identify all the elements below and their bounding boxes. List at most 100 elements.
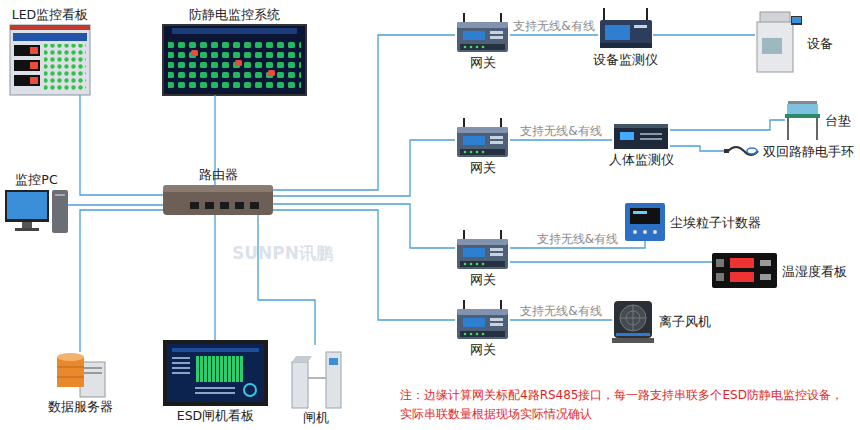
wrist-strap-art [724, 147, 758, 155]
monitor-screen-art [163, 25, 306, 95]
gateway: 网关 [455, 13, 510, 53]
temp-humidity-art [716, 273, 724, 281]
node-label: 双回路静电手环 [763, 144, 854, 159]
node-label: 闸机 [303, 410, 329, 425]
particle-counter-art [630, 208, 660, 224]
connector-line [653, 34, 755, 35]
gate-board: ESD闸机看板 [163, 340, 268, 406]
turnstile: 闸机 [290, 345, 342, 408]
led-board-art [44, 44, 86, 91]
wrist-strap-art [728, 147, 758, 155]
particle-counter: 尘埃粒子计数器 [625, 203, 665, 241]
gate-screen-art [163, 340, 268, 406]
gate-screen-art [195, 392, 235, 394]
equipment-art [762, 38, 782, 54]
monitor-screen-art [163, 25, 306, 95]
connector-line [273, 35, 455, 190]
gate-screen-art [244, 384, 256, 396]
router: 路由器 [163, 185, 273, 215]
connector-line [68, 204, 163, 205]
router-art [250, 202, 259, 209]
router-art [163, 185, 273, 215]
gateway-art [457, 300, 508, 339]
edge-label: 支持无线&有线 [537, 232, 618, 246]
server-art [57, 367, 84, 368]
router-art [220, 202, 229, 209]
wrist-strap: 双回路静电手环 [724, 143, 758, 159]
node-label: 监控PC [15, 172, 57, 187]
led-board: LED监控看板 [10, 25, 90, 95]
connector-line [80, 95, 163, 195]
led-board-art [10, 25, 90, 30]
node-label: 尘埃粒子计数器 [670, 215, 761, 230]
ion-fan-art [612, 338, 654, 343]
particle-counter-art [643, 230, 647, 234]
ion-fan-art [633, 305, 634, 331]
ion-fan-art [614, 301, 652, 338]
temp-humidity-art [730, 272, 754, 282]
turnstile-art [292, 356, 312, 362]
ion-fan-art [616, 333, 650, 336]
edge-label: 支持无线&有线 [520, 124, 601, 138]
led-board-art [30, 77, 38, 84]
watermark: SUNPN讯鹏 [232, 240, 333, 266]
connector-line [273, 140, 455, 196]
led-board-art [14, 75, 40, 86]
server-art [83, 372, 102, 374]
gateway: 网关 [455, 230, 510, 270]
gate-screen-art [163, 340, 268, 406]
monitor-screen-art [168, 38, 301, 90]
gate-screen-art [195, 387, 235, 389]
ion-fan-art [620, 305, 646, 331]
temp-humidity-board: 温湿度看板 [712, 253, 777, 288]
led-board-art [30, 47, 38, 54]
particle-counter-art [633, 230, 637, 234]
led-board-art [14, 45, 40, 56]
node-label: 网关 [470, 342, 496, 357]
particle-counter-art [653, 230, 657, 234]
turnstile-art [329, 358, 338, 365]
node-label: 台垫 [825, 113, 851, 128]
router-art [235, 202, 244, 209]
led-board-art [13, 33, 87, 41]
monitor-screen-art [191, 50, 198, 56]
pc-art [7, 192, 47, 219]
particle-counter-art [633, 211, 647, 214]
device-monitor-art [600, 8, 652, 48]
equipment-art [757, 12, 802, 72]
temp-humidity-art [760, 260, 771, 266]
body-monitor: 人体监测仪 [612, 120, 670, 150]
ion-fan: 离子风机 [612, 298, 654, 343]
body-monitor-art [640, 133, 662, 135]
router-art [205, 202, 214, 209]
connector-line [510, 34, 598, 35]
particle-counter-art [625, 203, 665, 241]
gate-screen-art [172, 367, 190, 369]
node-label: 设备 [807, 36, 833, 51]
node-label: 网关 [470, 272, 496, 287]
monitor-pc: 监控PC [5, 190, 68, 233]
pc-art [55, 194, 65, 196]
node-label: 网关 [470, 55, 496, 70]
server-art [83, 367, 102, 369]
turnstile-art [308, 377, 326, 379]
device-monitor-art [605, 25, 630, 40]
pc-art [5, 190, 49, 222]
node-label: LED监控看板 [12, 7, 89, 22]
gate-screen-art [172, 357, 190, 359]
workbench-mat: 台垫 [785, 100, 820, 140]
led-board-art [14, 60, 40, 71]
node-label: 人体监测仪 [609, 152, 674, 167]
body-monitor-art [640, 138, 662, 140]
connector-line [510, 261, 712, 262]
edge-label: 支持无线&有线 [513, 19, 594, 33]
pc-art [22, 222, 32, 228]
connector-line [670, 120, 785, 130]
node-label: 设备监测仪 [593, 52, 658, 67]
equipment-art [792, 17, 801, 23]
pc-art [52, 190, 68, 233]
workbench-art [787, 118, 789, 140]
gate-screen-art [167, 344, 264, 402]
